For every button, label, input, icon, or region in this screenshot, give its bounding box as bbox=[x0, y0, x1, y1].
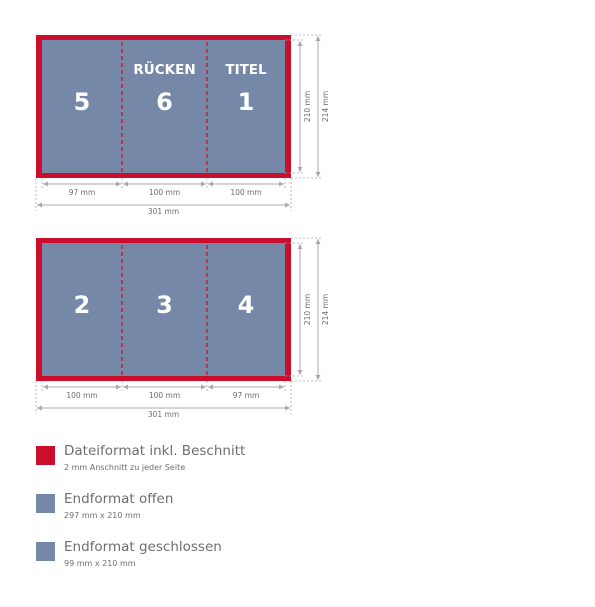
bleed-height-label: 214 mm bbox=[321, 91, 330, 122]
panel-width-label: 97 mm bbox=[69, 188, 96, 197]
arrowhead bbox=[201, 384, 206, 390]
legend-subtitle: 99 mm x 210 mm bbox=[64, 559, 136, 568]
panel-width-dimension bbox=[43, 181, 121, 187]
arrowhead bbox=[279, 181, 284, 187]
arrowhead bbox=[279, 384, 284, 390]
panel-width-dimension bbox=[208, 384, 284, 390]
panel-width-dimension bbox=[123, 384, 206, 390]
legend-subtitle: 297 mm x 210 mm bbox=[64, 511, 141, 520]
legend-title: Endformat offen bbox=[64, 491, 174, 507]
total-width-dimension bbox=[37, 202, 290, 208]
arrowhead bbox=[43, 384, 48, 390]
trim-height-dimension bbox=[297, 244, 303, 375]
trim-area bbox=[42, 40, 285, 173]
trim-height-dimension bbox=[297, 41, 303, 172]
bleed-height-dimension bbox=[315, 239, 321, 380]
trim-height-label: 210 mm bbox=[303, 91, 312, 122]
arrowhead bbox=[37, 405, 42, 411]
legend-swatch-closed bbox=[36, 542, 55, 561]
panel-label: RÜCKEN bbox=[133, 60, 195, 78]
arrowhead bbox=[43, 181, 48, 187]
arrowhead bbox=[315, 172, 321, 177]
arrowhead bbox=[297, 244, 303, 249]
total-width-label: 301 mm bbox=[148, 410, 179, 419]
arrowhead bbox=[285, 405, 290, 411]
panel-width-label: 100 mm bbox=[66, 391, 97, 400]
arrowhead bbox=[201, 181, 206, 187]
total-width-dimension bbox=[37, 405, 290, 411]
arrowhead bbox=[315, 375, 321, 380]
arrowhead bbox=[208, 384, 213, 390]
panel-width-dimension bbox=[208, 181, 284, 187]
arrowhead bbox=[297, 167, 303, 172]
panel-number: 1 bbox=[238, 88, 255, 116]
arrowhead bbox=[208, 181, 213, 187]
trim-area bbox=[42, 243, 285, 376]
panel-number: 4 bbox=[238, 291, 255, 319]
legend-subtitle: 2 mm Anschnitt zu jeder Seite bbox=[64, 463, 186, 472]
arrowhead bbox=[116, 384, 121, 390]
arrowhead bbox=[116, 181, 121, 187]
arrowhead bbox=[297, 41, 303, 46]
panel-width-dimension bbox=[43, 384, 121, 390]
bleed-height-dimension bbox=[315, 36, 321, 177]
arrowhead bbox=[315, 36, 321, 41]
trim-height-label: 210 mm bbox=[303, 294, 312, 325]
arrowhead bbox=[285, 202, 290, 208]
panel-number: 2 bbox=[74, 291, 91, 319]
panel-number: 3 bbox=[156, 291, 173, 319]
panel-number: 6 bbox=[156, 88, 173, 116]
panel-width-label: 100 mm bbox=[149, 188, 180, 197]
arrowhead bbox=[37, 202, 42, 208]
legend-swatch-open bbox=[36, 494, 55, 513]
panel-width-label: 100 mm bbox=[230, 188, 261, 197]
panel-number: 5 bbox=[74, 88, 91, 116]
panel-width-label: 100 mm bbox=[149, 391, 180, 400]
panel-width-dimension bbox=[123, 181, 206, 187]
arrowhead bbox=[297, 370, 303, 375]
arrowhead bbox=[123, 384, 128, 390]
panel-width-label: 97 mm bbox=[233, 391, 260, 400]
panel-label: TITEL bbox=[225, 62, 267, 78]
arrowhead bbox=[123, 181, 128, 187]
bleed-height-label: 214 mm bbox=[321, 294, 330, 325]
legend-swatch-bleed bbox=[36, 446, 55, 465]
legend-title: Dateiformat inkl. Beschnitt bbox=[64, 443, 246, 459]
arrowhead bbox=[315, 239, 321, 244]
total-width-label: 301 mm bbox=[148, 207, 179, 216]
legend-title: Endformat geschlossen bbox=[64, 539, 222, 555]
